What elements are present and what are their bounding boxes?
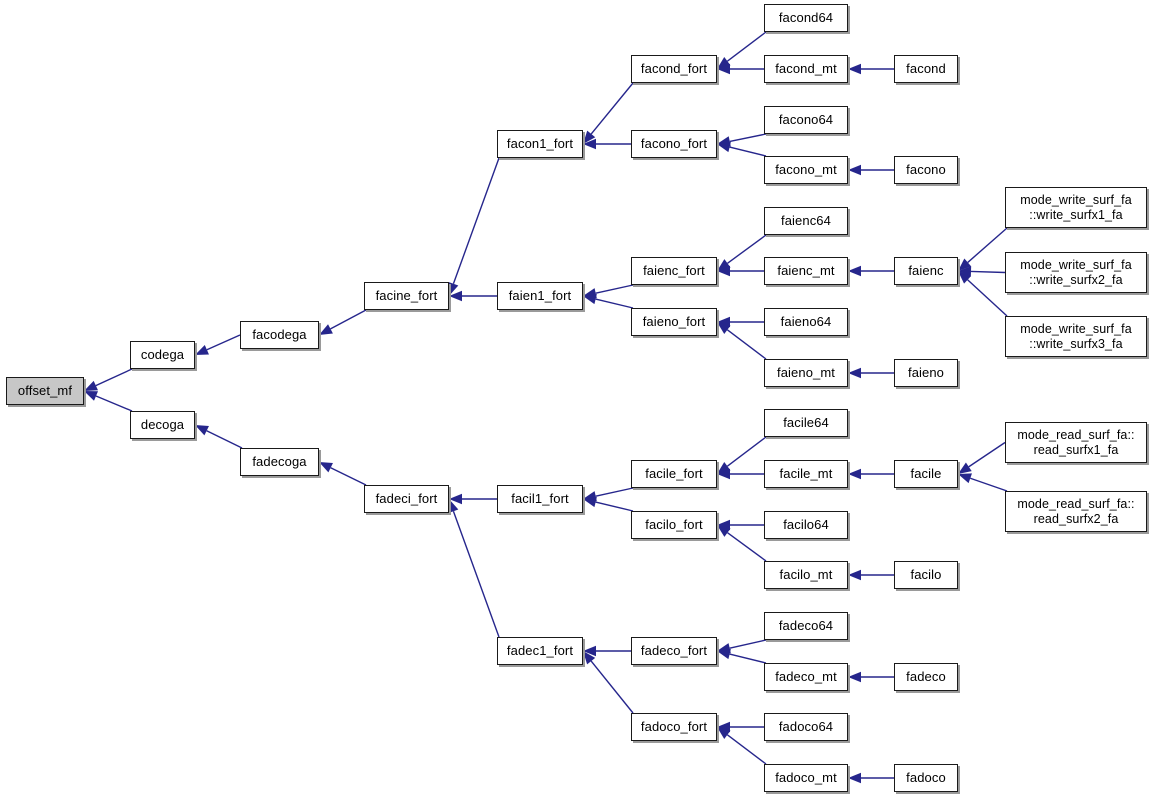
edge-facile-to-facile_mt	[848, 468, 894, 480]
graph-node-fadoco[interactable]: fadoco	[894, 764, 958, 792]
graph-node-codega[interactable]: codega	[130, 341, 195, 369]
graph-node-fadeco[interactable]: fadeco	[894, 663, 958, 691]
edge-facile_mt-to-facile_fort	[717, 468, 764, 480]
graph-node-facond_fort[interactable]: facond_fort	[631, 55, 717, 83]
edge-fadeco_fort-to-fadec1_fort	[583, 645, 631, 657]
graph-node-facile_mt[interactable]: facile_mt	[764, 460, 848, 488]
graph-node-facond_mt[interactable]: facond_mt	[764, 55, 848, 83]
edge-facond_fort-to-facon1_fort	[583, 82, 634, 144]
edge-facilo_mt-to-facilo_fort	[717, 525, 767, 562]
graph-node-offset_mf[interactable]: offset_mf	[6, 377, 84, 405]
edge-write_surfx2-to-faienc	[958, 266, 1006, 277]
graph-node-read_surfx1[interactable]: mode_read_surf_fa:: read_surfx1_fa	[1005, 422, 1147, 463]
edge-fadeco_mt-to-fadeco_fort	[717, 649, 767, 664]
graph-node-faienc64[interactable]: faienc64	[764, 207, 848, 235]
edge-facile_fort-to-facil1_fort	[583, 487, 634, 502]
edge-fadeco-to-fadeco_mt	[848, 671, 894, 683]
graph-node-facond64[interactable]: facond64	[764, 4, 848, 32]
graph-node-fadeco64[interactable]: fadeco64	[764, 612, 848, 640]
graph-node-fadeco_fort[interactable]: fadeco_fort	[631, 637, 717, 665]
graph-node-facono_fort[interactable]: facono_fort	[631, 130, 717, 158]
graph-node-fadoco_fort[interactable]: fadoco_fort	[631, 713, 717, 741]
edge-faienc-to-faienc_mt	[848, 265, 894, 277]
edge-facond-to-facond_mt	[848, 63, 894, 75]
edge-read_surfx1-to-facile	[958, 441, 1006, 474]
edge-faieno64-to-faieno_fort	[717, 316, 764, 328]
edge-facilo64-to-facilo_fort	[717, 519, 764, 531]
edge-facilo-to-facilo_mt	[848, 569, 894, 581]
graph-node-facilo_fort[interactable]: facilo_fort	[631, 511, 717, 539]
graph-node-facono_mt[interactable]: facono_mt	[764, 156, 848, 184]
graph-node-write_surfx3[interactable]: mode_write_surf_fa ::write_surfx3_fa	[1005, 316, 1147, 357]
graph-node-fadoco64[interactable]: fadoco64	[764, 713, 848, 741]
edge-facilo_fort-to-facil1_fort	[583, 496, 634, 512]
edge-faienc64-to-faienc_fort	[717, 234, 767, 271]
edge-decoga-to-offset_mf	[84, 391, 133, 412]
graph-node-facilo64[interactable]: facilo64	[764, 511, 848, 539]
edge-fadoco_fort-to-fadec1_fort	[583, 651, 634, 714]
graph-node-decoga[interactable]: decoga	[130, 411, 195, 439]
edge-facodega-to-codega	[195, 334, 241, 355]
edge-facil1_fort-to-fadeci_fort	[449, 493, 497, 505]
edge-read_surfx2-to-facile	[958, 473, 1008, 492]
edge-fadecoga-to-decoga	[195, 425, 243, 449]
edge-write_surfx3-to-faienc	[958, 271, 1008, 317]
graph-node-facil1_fort[interactable]: facil1_fort	[497, 485, 583, 513]
graph-node-facile_fort[interactable]: facile_fort	[631, 460, 717, 488]
edge-write_surfx1-to-faienc	[958, 227, 1008, 271]
graph-node-fadec1_fort[interactable]: fadec1_fort	[497, 637, 583, 665]
edge-faieno_fort-to-faien1_fort	[583, 293, 634, 309]
edge-facono64-to-facono_fort	[717, 133, 767, 147]
edge-facono_mt-to-facono_fort	[717, 142, 767, 157]
graph-node-facond[interactable]: facond	[894, 55, 958, 83]
edge-faienc_fort-to-faien1_fort	[583, 284, 634, 299]
edge-facine_fort-to-facodega	[319, 309, 367, 335]
edge-facono-to-facono_mt	[848, 164, 894, 176]
graph-node-faienc_fort[interactable]: faienc_fort	[631, 257, 717, 285]
graph-node-write_surfx1[interactable]: mode_write_surf_fa ::write_surfx1_fa	[1005, 187, 1147, 228]
graph-node-fadeci_fort[interactable]: fadeci_fort	[364, 485, 449, 513]
edge-facile64-to-facile_fort	[717, 436, 767, 474]
edge-facon1_fort-to-facine_fort	[448, 157, 500, 296]
edge-faienc_mt-to-faienc_fort	[717, 265, 764, 277]
edge-fadoco_mt-to-fadoco_fort	[717, 727, 767, 765]
graph-node-facono[interactable]: facono	[894, 156, 958, 184]
edge-codega-to-offset_mf	[84, 368, 133, 391]
edge-faien1_fort-to-facine_fort	[449, 290, 497, 302]
edge-fadoco-to-fadoco_mt	[848, 772, 894, 784]
edge-faieno_mt-to-faieno_fort	[717, 322, 767, 360]
graph-node-facine_fort[interactable]: facine_fort	[364, 282, 449, 310]
graph-node-fadeco_mt[interactable]: fadeco_mt	[764, 663, 848, 691]
graph-node-facodega[interactable]: facodega	[240, 321, 319, 349]
edge-fadeco64-to-fadeco_fort	[717, 639, 767, 654]
graph-node-faieno_mt[interactable]: faieno_mt	[764, 359, 848, 387]
edge-fadeci_fort-to-fadecoga	[319, 462, 367, 486]
graph-node-faieno[interactable]: faieno	[894, 359, 958, 387]
graph-node-faieno64[interactable]: faieno64	[764, 308, 848, 336]
edge-facond64-to-facond_fort	[717, 31, 767, 69]
edge-fadoco64-to-fadoco_fort	[717, 721, 764, 733]
graph-node-facile[interactable]: facile	[894, 460, 958, 488]
graph-node-faieno_fort[interactable]: faieno_fort	[631, 308, 717, 336]
edge-facond_mt-to-facond_fort	[717, 63, 764, 75]
graph-node-facile64[interactable]: facile64	[764, 409, 848, 437]
graph-node-facilo[interactable]: facilo	[894, 561, 958, 589]
graph-node-faien1_fort[interactable]: faien1_fort	[497, 282, 583, 310]
graph-node-fadoco_mt[interactable]: fadoco_mt	[764, 764, 848, 792]
edge-fadec1_fort-to-fadeci_fort	[448, 499, 500, 638]
graph-node-facon1_fort[interactable]: facon1_fort	[497, 130, 583, 158]
edge-faieno-to-faieno_mt	[848, 367, 894, 379]
graph-node-read_surfx2[interactable]: mode_read_surf_fa:: read_surfx2_fa	[1005, 491, 1147, 532]
graph-node-faienc_mt[interactable]: faienc_mt	[764, 257, 848, 285]
graph-node-facono64[interactable]: facono64	[764, 106, 848, 134]
graph-node-write_surfx2[interactable]: mode_write_surf_fa ::write_surfx2_fa	[1005, 252, 1147, 293]
graph-node-facilo_mt[interactable]: facilo_mt	[764, 561, 848, 589]
graph-node-faienc[interactable]: faienc	[894, 257, 958, 285]
graph-node-fadecoga[interactable]: fadecoga	[240, 448, 319, 476]
edge-facono_fort-to-facon1_fort	[583, 138, 631, 150]
